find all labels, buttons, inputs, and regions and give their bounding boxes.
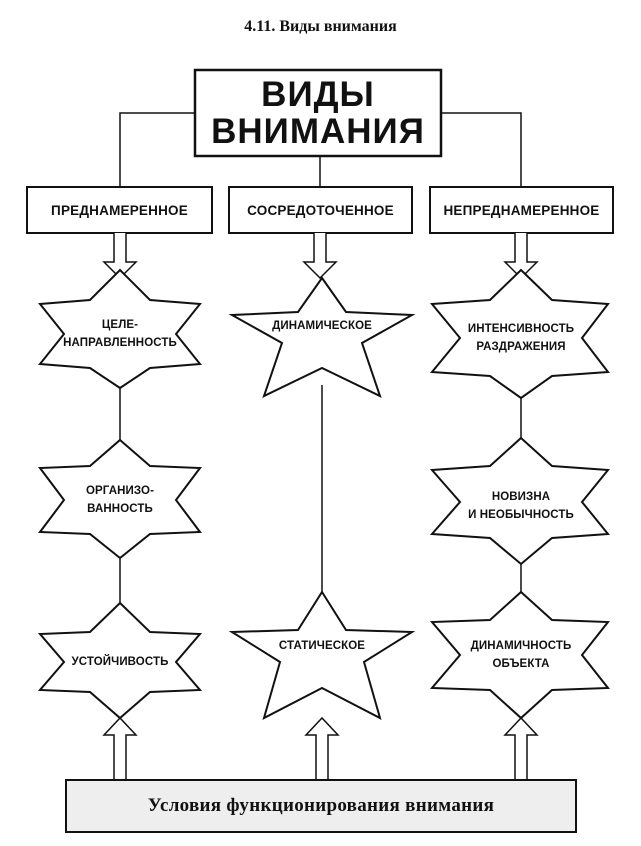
document-title: 4.11. Виды внимания <box>244 18 397 35</box>
star-center-1 <box>228 276 416 398</box>
star-right-1 <box>429 268 610 400</box>
star-left-2 <box>38 438 202 560</box>
star-right-1-line1: ИНТЕНСИВНОСТЬ <box>467 323 575 335</box>
connector-main-right <box>441 112 522 187</box>
star-left-3-line1: УСТОЙЧИВОСТЬ <box>71 656 169 668</box>
star-center-2 <box>228 590 416 720</box>
star-left-1-line2: НАПРАВЛЕННОСТЬ <box>63 337 177 349</box>
arrow-up-left <box>102 716 138 780</box>
arrow-up-right <box>503 716 539 780</box>
star-center-1-line1: ДИНАМИЧЕСКОЕ <box>272 320 372 332</box>
star-left-2-label: ОРГАНИЗО- ВАННОСТЬ <box>40 482 200 518</box>
main-title-box <box>193 68 443 158</box>
category-label-left: ПРЕДНАМЕРЕННОЕ <box>51 202 188 218</box>
star-left-2-line1: ОРГАНИЗО- <box>85 485 154 497</box>
star-right-2-line1: НОВИЗНА <box>491 491 551 503</box>
category-label-right: НЕПРЕДНАМЕРЕННОЕ <box>443 202 600 218</box>
category-box-center <box>228 186 413 234</box>
star-center-1-label: ДИНАМИЧЕСКОЕ <box>242 316 402 336</box>
category-box-left <box>26 186 213 234</box>
star-right-3-label: ДИНАМИЧНОСТЬ ОБЪЕКТА <box>441 637 601 673</box>
arrow-down-center <box>302 233 338 280</box>
star-center-2-line1: СТАТИЧЕСКОЕ <box>278 640 366 652</box>
arrow-up-center <box>304 716 340 780</box>
star-right-1-line2: РАЗДРАЖЕНИЯ <box>476 341 566 353</box>
star-left-1 <box>38 268 202 390</box>
star-right-2 <box>429 436 610 566</box>
star-right-2-line2: И НЕОБЫЧНОСТЬ <box>468 509 574 521</box>
main-title: ВИДЫ ВНИМАНИЯ <box>195 70 441 156</box>
star-right-1-label: ИНТЕНСИВНОСТЬ РАЗДРАЖЕНИЯ <box>441 320 601 356</box>
category-label-center: СОСРЕДОТОЧЕННОЕ <box>247 202 394 218</box>
connector-main-left <box>119 112 195 187</box>
footer-label: Условия функционирования внимания <box>147 795 495 816</box>
star-left-3-label: УСТОЙЧИВОСТЬ <box>40 652 200 672</box>
star-right-2-label: НОВИЗНА И НЕОБЫЧНОСТЬ <box>441 488 601 524</box>
footer-box <box>65 779 577 833</box>
star-left-2-line2: ВАННОСТЬ <box>87 503 153 515</box>
main-title-line2: ВНИМАНИЯ <box>211 112 425 151</box>
star-left-1-label: ЦЕЛЕ- НАПРАВЛЕННОСТЬ <box>40 316 200 352</box>
main-title-line1: ВИДЫ <box>261 75 375 114</box>
star-right-3-line2: ОБЪЕКТА <box>492 658 550 670</box>
star-center-2-label: СТАТИЧЕСКОЕ <box>242 636 402 656</box>
star-left-1-line1: ЦЕЛЕ- <box>101 319 139 331</box>
star-right-3-line1: ДИНАМИЧНОСТЬ <box>470 640 572 652</box>
